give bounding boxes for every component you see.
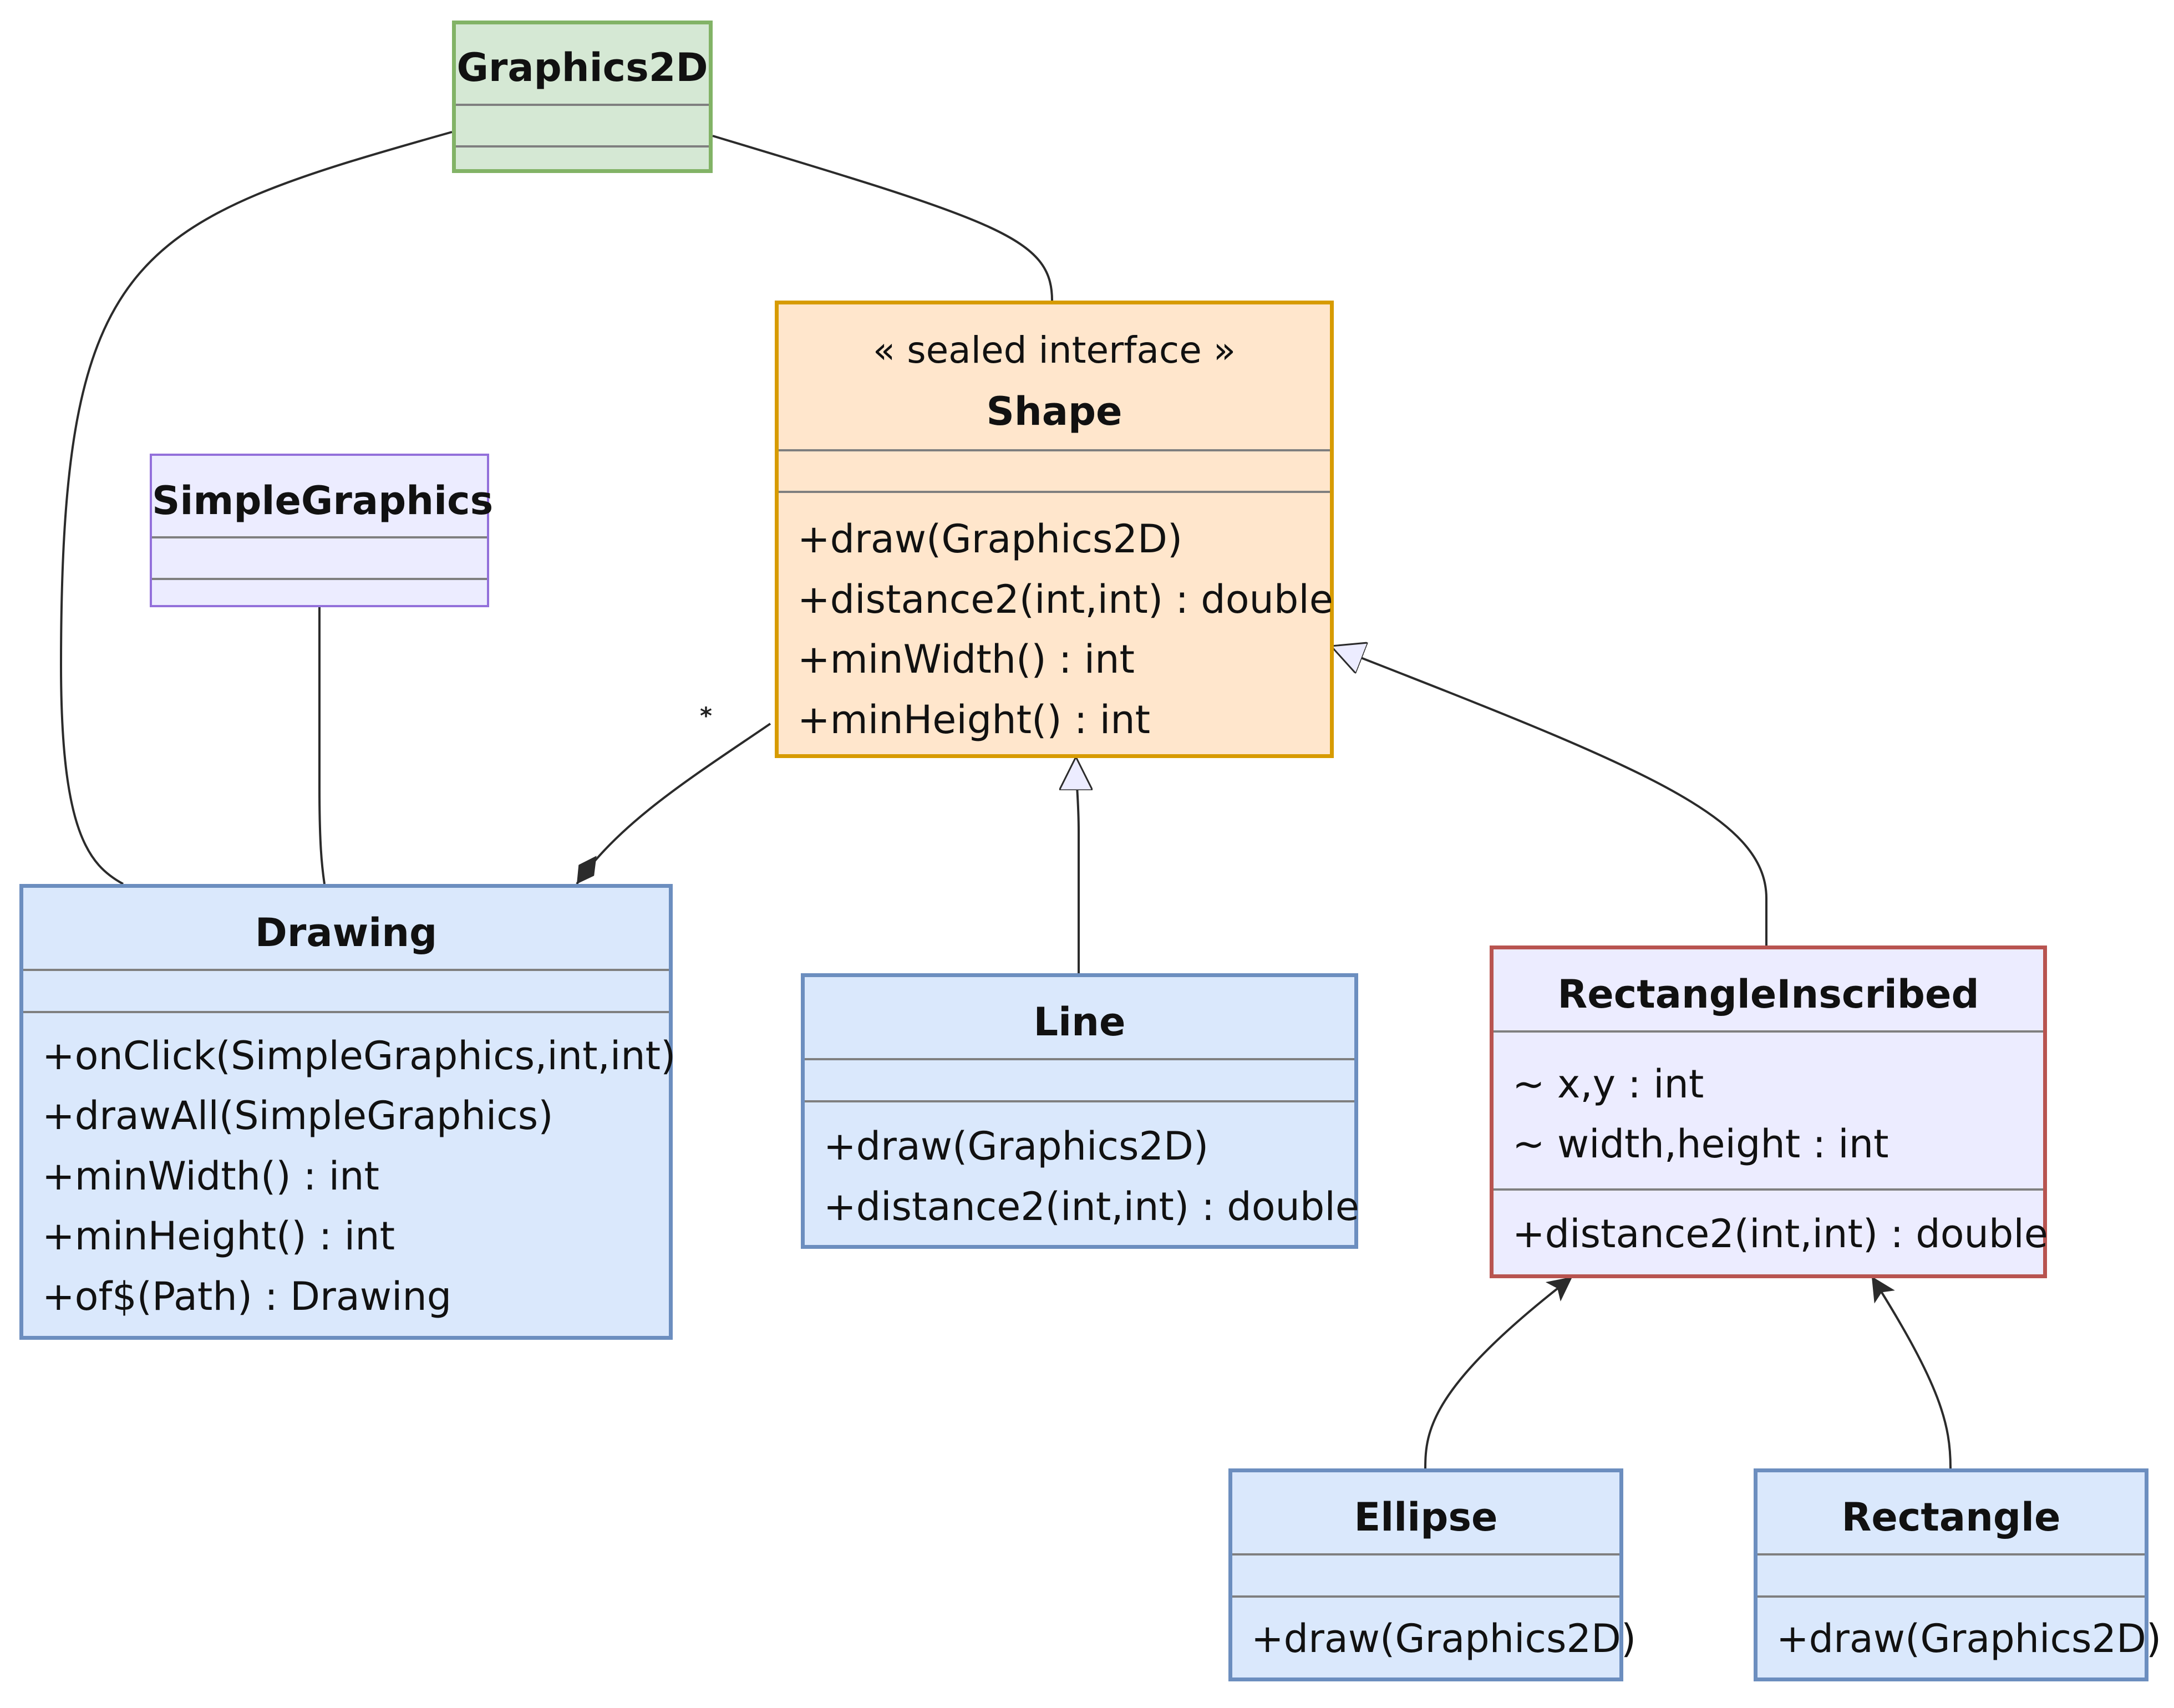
attributes-separator xyxy=(23,969,669,971)
class-name: Drawing xyxy=(255,910,438,955)
edge-line-shape-realization xyxy=(1076,757,1079,973)
class-ellipse[interactable]: Ellipse +draw(Graphics2D) xyxy=(1228,1468,1636,1681)
methods-separator xyxy=(23,1011,669,1013)
attribute-width-height: ~ width,height : int xyxy=(1512,1121,1889,1167)
method-distance2: +distance2(int,int) : double xyxy=(798,577,1333,622)
method-draw: +draw(Graphics2D) xyxy=(798,516,1183,562)
methods-separator xyxy=(1494,1188,2043,1191)
edge-graphics2d-drawing xyxy=(59,131,453,885)
methods-separator xyxy=(1758,1595,2145,1598)
method-draw: +draw(Graphics2D) xyxy=(1776,1616,2162,1661)
class-name: Ellipse xyxy=(1354,1494,1498,1540)
edge-rectangle-rectangleinscribed xyxy=(1871,1276,1952,1469)
method-of: +of$(Path) : Drawing xyxy=(42,1274,452,1319)
method-distance2: +distance2(int,int) : double xyxy=(824,1184,1359,1229)
method-minwidth: +minWidth() : int xyxy=(42,1153,379,1199)
class-rectangle[interactable]: Rectangle +draw(Graphics2D) xyxy=(1754,1468,2161,1681)
method-drawall: +drawAll(SimpleGraphics) xyxy=(42,1093,553,1138)
attributes-separator xyxy=(779,449,1330,451)
class-drawing[interactable]: Drawing +onClick(SimpleGraphics,int,int)… xyxy=(19,884,676,1340)
edge-rectangleinscribed-shape-realization xyxy=(1331,646,1767,946)
class-name: Graphics2D xyxy=(456,45,708,90)
class-shape[interactable]: « sealed interface » Shape +draw(Graphic… xyxy=(775,301,1334,758)
class-line[interactable]: Line +draw(Graphics2D) +distance2(int,in… xyxy=(801,973,1359,1249)
class-name: SimpleGraphics xyxy=(152,478,494,523)
methods-separator xyxy=(456,145,709,148)
edge-simplegraphics-drawing xyxy=(318,607,326,884)
edge-ellipse-rectangleinscribed xyxy=(1424,1277,1573,1469)
edge-drawing-shape-composition xyxy=(576,723,771,885)
class-rectangleinscribed[interactable]: RectangleInscribed ~ x,y : int ~ width,h… xyxy=(1490,946,2048,1278)
methods-separator xyxy=(152,578,487,580)
class-simplegraphics[interactable]: SimpleGraphics xyxy=(150,454,494,607)
method-minwidth: +minWidth() : int xyxy=(798,637,1135,682)
method-distance2: +distance2(int,int) : double xyxy=(1512,1211,2048,1257)
class-name: RectangleInscribed xyxy=(1557,972,1979,1017)
method-minheight: +minHeight() : int xyxy=(42,1213,395,1259)
attributes-separator xyxy=(805,1058,1354,1060)
attributes-separator xyxy=(1494,1030,2043,1033)
class-name: Rectangle xyxy=(1841,1494,2061,1540)
class-name: Shape xyxy=(986,389,1122,434)
attributes-separator xyxy=(1758,1553,2145,1556)
methods-separator xyxy=(1232,1595,1619,1598)
method-minheight: +minHeight() : int xyxy=(798,697,1151,743)
edge-graphics2d-shape xyxy=(712,135,1053,301)
methods-separator xyxy=(779,491,1330,493)
class-graphics2d[interactable]: Graphics2D xyxy=(452,21,713,173)
attribute-xy: ~ x,y : int xyxy=(1512,1061,1704,1107)
composition-multiplicity: * xyxy=(700,702,712,729)
stereotype-label: « sealed interface » xyxy=(872,329,1236,372)
methods-separator xyxy=(805,1100,1354,1102)
method-draw: +draw(Graphics2D) xyxy=(824,1124,1209,1169)
method-onclick: +onClick(SimpleGraphics,int,int) xyxy=(42,1033,676,1079)
attributes-separator xyxy=(152,536,487,538)
attributes-separator xyxy=(1232,1553,1619,1556)
method-draw: +draw(Graphics2D) xyxy=(1251,1616,1637,1661)
attributes-separator xyxy=(456,104,709,106)
class-name: Line xyxy=(1033,999,1126,1045)
